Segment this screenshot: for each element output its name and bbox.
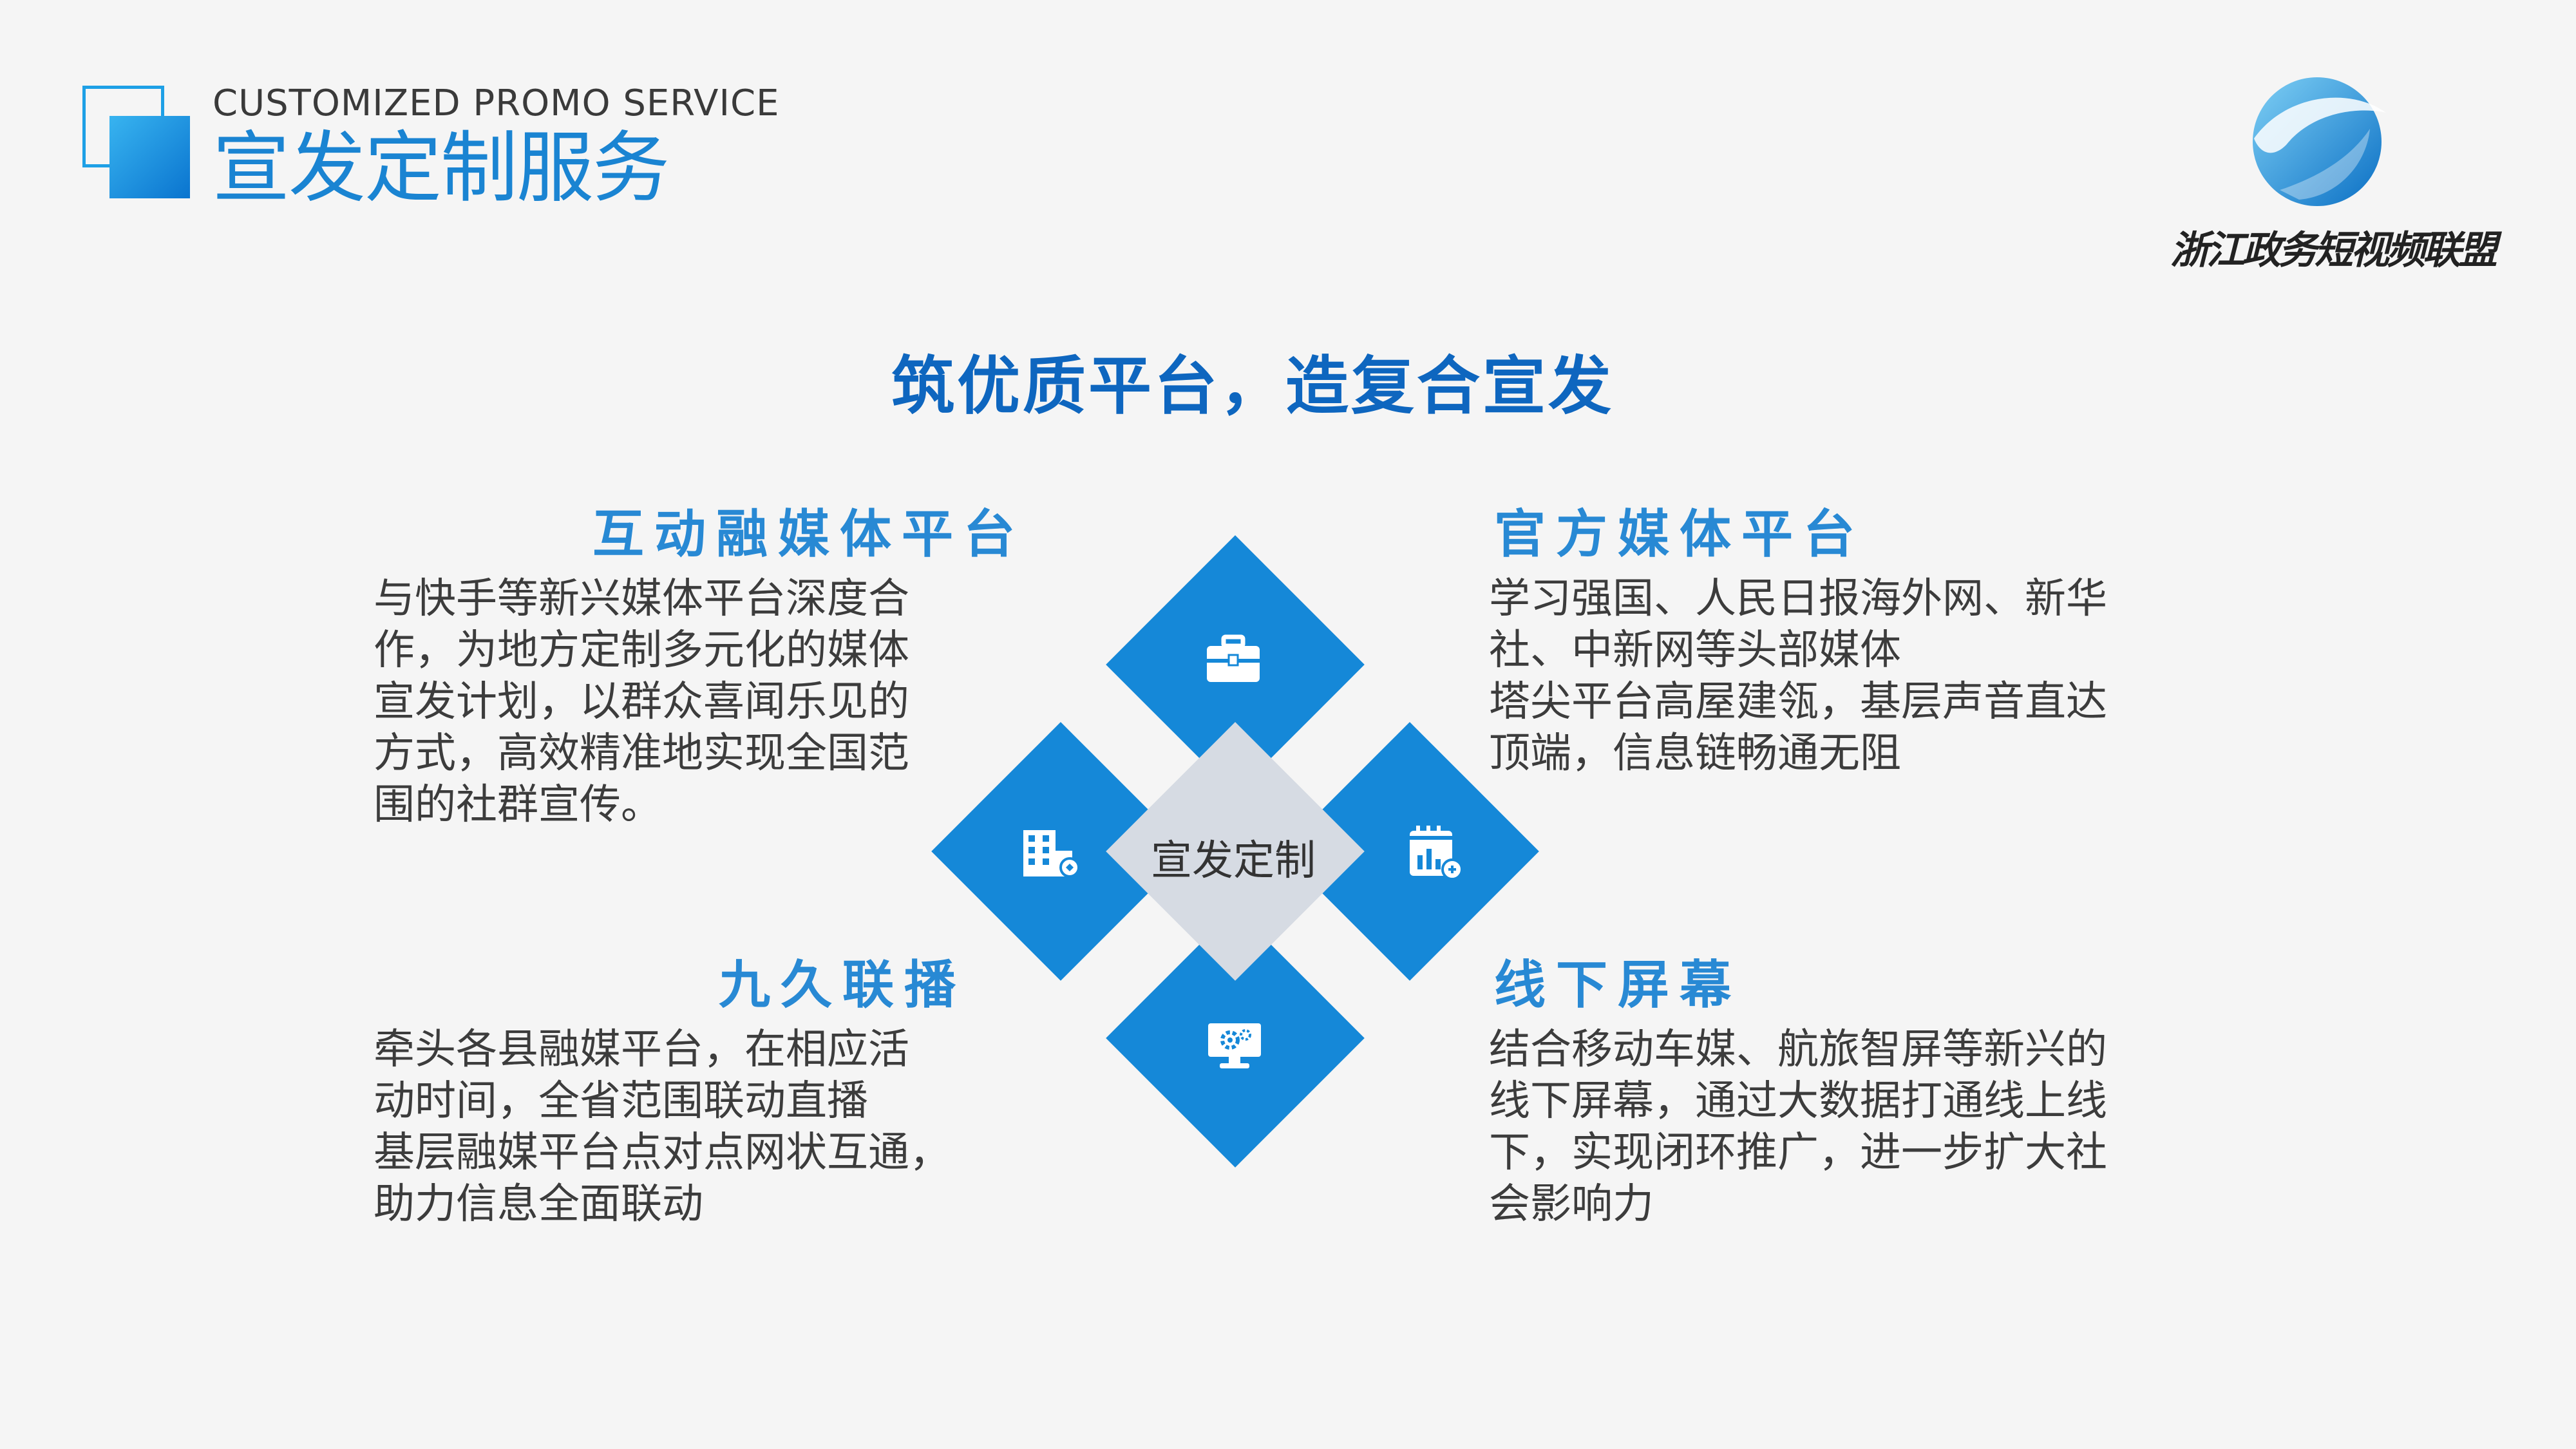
section-body-joint-broadcast: 牵头各县融媒平台，在相应活 动时间，全省范围联动直播 基层融媒平台点对点网状互通… (374, 1026, 951, 1228)
section-body-offline-screens: 结合移动车媒、航旅智屏等新兴的 线下屏幕，通过大数据打通线上线 下，实现闭环推广… (1489, 1026, 2107, 1228)
monitor-gear-icon (1208, 1023, 1261, 1068)
briefcase-icon (1207, 634, 1260, 682)
section-title-joint-broadcast: 九久联播 (719, 955, 966, 1015)
section-title-official-media: 官方媒体平台 (1494, 504, 1865, 564)
chart-calendar-icon (1410, 826, 1463, 880)
alliance-logo-icon (2253, 77, 2386, 206)
section-body-interactive-media: 与快手等新兴媒体平台深度合 作，为地方定制多元化的媒体 宣发计划，以群众喜闻乐见… (374, 575, 909, 829)
building-icon (1023, 830, 1080, 878)
header-subtitle: CUSTOMIZED PROMO SERVICE (213, 82, 780, 124)
center-label: 宣发定制 (1151, 837, 1316, 885)
header-decor-square (109, 116, 190, 198)
section-title-interactive-media: 互动融媒体平台 (592, 504, 1025, 564)
section-title-offline-screens: 线下屏幕 (1494, 955, 1741, 1015)
page-title: 宣发定制服务 (213, 124, 670, 213)
logo-text: 浙江政务短视频联盟 (2170, 228, 2497, 273)
section-body-official-media: 学习强国、人民日报海外网、新华 社、中新网等头部媒体 塔尖平台高屋建瓴，基层声音… (1489, 575, 2107, 777)
headline: 筑优质平台，造复合宣发 (891, 350, 1614, 423)
